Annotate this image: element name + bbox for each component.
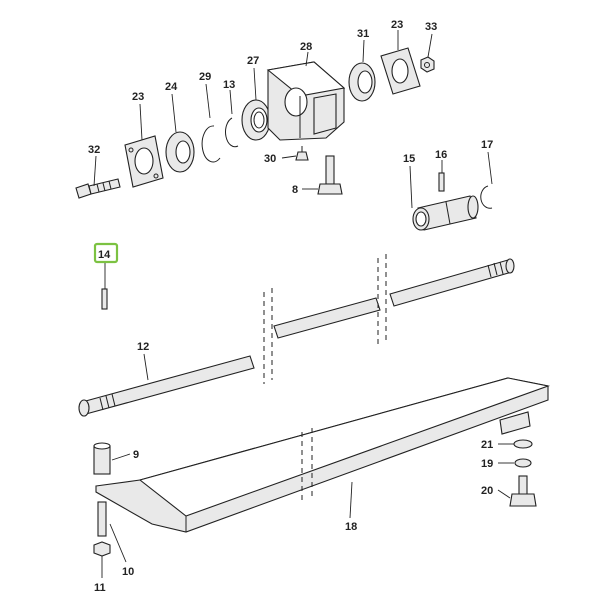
callout-16: 16 <box>435 149 447 161</box>
part-23-flange-plate-left <box>124 135 164 188</box>
callout-13: 13 <box>223 79 235 91</box>
part-16-pin <box>438 172 445 192</box>
part-12-splined-shaft <box>78 254 515 417</box>
part-19-washer <box>514 458 532 468</box>
part-33-nut <box>420 56 435 73</box>
part-30-grease-nipple <box>295 146 309 161</box>
callout-21: 21 <box>481 439 493 451</box>
part-24-bearing <box>165 131 195 173</box>
part-18-trough-guard <box>95 377 551 533</box>
callout-24: 24 <box>165 81 178 93</box>
part-10-stud <box>97 501 107 537</box>
callout-31: 31 <box>357 28 369 40</box>
leader-lines <box>93 30 514 578</box>
callout-28: 28 <box>300 41 312 53</box>
part-31-seal <box>348 62 376 102</box>
callout-32: 32 <box>88 144 100 156</box>
part-32-bolt <box>75 178 121 199</box>
callout-14-highlight <box>93 242 119 264</box>
callout-20: 20 <box>481 485 493 497</box>
part-17-circlip <box>480 185 493 209</box>
part-29-snap-ring <box>201 125 221 163</box>
part-21-washer <box>513 439 533 449</box>
callout-15: 15 <box>403 153 415 165</box>
callout-29: 29 <box>199 71 211 83</box>
callout-14: 14 <box>98 249 111 261</box>
callout-17: 17 <box>481 139 493 151</box>
part-13-circlip <box>225 117 239 148</box>
part-11-nut <box>93 541 111 557</box>
callout-18: 18 <box>345 521 357 533</box>
part-14-roll-pin <box>101 288 108 310</box>
callout-labels: 23 24 29 13 27 28 31 23 33 32 30 8 15 16… <box>88 19 493 594</box>
callout-12: 12 <box>137 341 149 353</box>
part-28-bearing-housing <box>266 61 346 141</box>
callout-23-right: 23 <box>391 19 403 31</box>
callout-10: 10 <box>122 566 134 578</box>
part-20-bolt <box>509 475 537 507</box>
callout-9: 9 <box>133 449 139 461</box>
callout-23-left: 23 <box>132 91 144 103</box>
callout-27: 27 <box>247 55 259 67</box>
part-23-flange-plate-right <box>380 47 421 95</box>
part-8-bolt <box>317 155 343 195</box>
callout-19: 19 <box>481 458 493 470</box>
part-9-spacer <box>93 442 111 475</box>
callout-11: 11 <box>94 582 106 594</box>
callout-8: 8 <box>292 184 298 196</box>
part-15-sleeve <box>412 195 479 231</box>
callout-33: 33 <box>425 21 437 33</box>
part-27-bearing <box>241 99 271 141</box>
callout-30: 30 <box>264 153 276 165</box>
